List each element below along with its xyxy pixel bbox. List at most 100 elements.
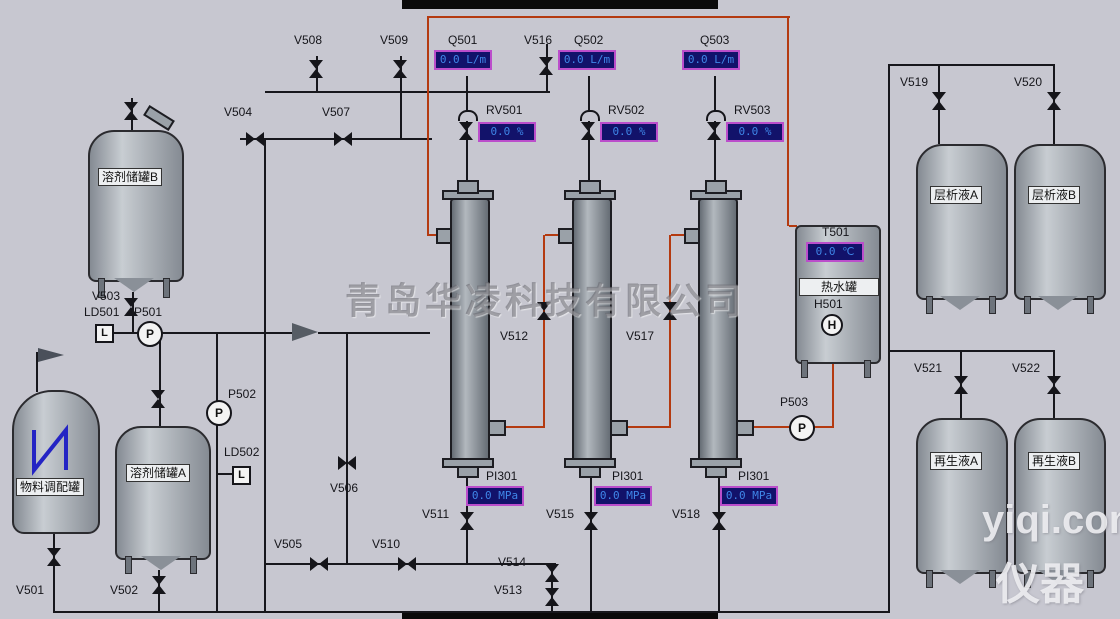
valve-tank-a-inlet[interactable]	[151, 390, 165, 408]
column3-left-nozzle	[684, 228, 700, 244]
valve-v518[interactable]	[712, 512, 726, 530]
tank-cone	[940, 570, 980, 584]
valve-v522[interactable]	[1047, 376, 1061, 394]
pipe-segment	[889, 350, 1055, 352]
hot-pipe-segment	[428, 16, 790, 18]
column3-bottom-cap	[705, 466, 727, 478]
tank-cone	[940, 296, 980, 310]
valve-label-v505: V505	[274, 537, 303, 551]
display-label-rv501: RV501	[486, 103, 523, 117]
site-watermark: yiqi.com	[982, 498, 1120, 542]
valve-v507[interactable]	[334, 132, 352, 146]
valve-tank-b-vent[interactable]	[124, 102, 138, 120]
pump-p501[interactable]: P	[137, 321, 163, 347]
valve-v502[interactable]	[152, 576, 166, 594]
tank-leg	[125, 556, 132, 574]
valve-rv503[interactable]	[707, 122, 721, 140]
q503-display: 0.0 L/m	[682, 50, 740, 70]
ld501-indicator: L	[95, 324, 114, 343]
valve-v511[interactable]	[460, 512, 474, 530]
valve-v506[interactable]	[338, 456, 356, 470]
valve-v508[interactable]	[309, 60, 323, 78]
hot-pipe-segment	[832, 360, 834, 428]
tank-label: 再生液B	[1028, 452, 1081, 470]
pump-p503[interactable]: P	[789, 415, 815, 441]
heater-symbol[interactable]: H	[821, 314, 843, 336]
tank-label: 层析液B	[1028, 186, 1081, 204]
heater-label: H501	[814, 297, 843, 311]
valve-label-v510: V510	[372, 537, 401, 551]
valve-label-v517: V517	[626, 329, 655, 343]
flag-icon	[38, 348, 64, 362]
site-cn-watermark: 仪器网	[996, 560, 1084, 609]
tank-leg	[989, 296, 996, 314]
top-bar	[402, 0, 718, 9]
display-label-rv503: RV503	[734, 103, 771, 117]
column2-right-nozzle	[610, 420, 628, 436]
pipe-segment	[718, 476, 720, 612]
valve-v517[interactable]	[663, 302, 677, 320]
valve-v516[interactable]	[539, 57, 553, 75]
valve-label-v502: V502	[110, 583, 139, 597]
valve-v515[interactable]	[584, 512, 598, 530]
tank-leg	[1024, 296, 1031, 314]
valve-v513[interactable]	[545, 588, 559, 606]
valve-v510[interactable]	[398, 557, 416, 571]
tank-label: 再生液A	[930, 452, 983, 470]
pi301-display-3: 0.0 MPa	[720, 486, 778, 506]
valve-label-v515: V515	[546, 507, 575, 521]
column3-right-nozzle	[736, 420, 754, 436]
valve-label-v522: V522	[1012, 361, 1041, 375]
valve-v501[interactable]	[47, 548, 61, 566]
valve-v504[interactable]	[246, 132, 264, 146]
tank-cone	[114, 278, 154, 292]
column-2	[572, 198, 612, 464]
valve-label-v506: V506	[330, 481, 359, 495]
pipe-segment	[889, 64, 1055, 66]
tank-leg	[801, 360, 808, 378]
pipe-segment	[53, 611, 890, 613]
tank-chrom-b	[1014, 144, 1106, 300]
column1-right-nozzle	[488, 420, 506, 436]
tank-leg	[1087, 570, 1094, 588]
valve-rv502[interactable]	[581, 122, 595, 140]
pi301-display-1: 0.0 MPa	[466, 486, 524, 506]
valve-label-v509: V509	[380, 33, 409, 47]
valve-label-v516: V516	[524, 33, 553, 47]
hot-pipe-segment	[671, 234, 687, 236]
mixer-symbol	[32, 424, 68, 476]
tank-cone	[1038, 296, 1078, 310]
valve-v503[interactable]	[124, 298, 138, 316]
pipe-segment	[159, 334, 161, 426]
display-label-q502: Q502	[574, 33, 604, 47]
tank-mix	[12, 390, 100, 534]
tank-regen-a	[916, 418, 1008, 574]
valve-v520[interactable]	[1047, 92, 1061, 110]
valve-rv501[interactable]	[459, 122, 473, 140]
tank-b-nozzle	[143, 104, 175, 132]
pipe-segment	[590, 476, 592, 612]
display-label-pi301-1: PI301	[486, 469, 518, 483]
pipe-segment	[218, 473, 234, 475]
valve-v509[interactable]	[393, 60, 407, 78]
valve-v514[interactable]	[545, 564, 559, 582]
valve-v521[interactable]	[954, 376, 968, 394]
display-label-t501: T501	[822, 225, 850, 239]
tank-cone	[141, 556, 181, 570]
valve-v519[interactable]	[932, 92, 946, 110]
pump-p502[interactable]: P	[206, 400, 232, 426]
level-label-ld502: LD502	[224, 445, 260, 459]
display-label-q503: Q503	[700, 33, 730, 47]
valve-v512[interactable]	[537, 302, 551, 320]
pipe-segment	[318, 332, 430, 334]
column-1	[450, 198, 490, 464]
tank-label: 层析液A	[930, 186, 983, 204]
valve-v505[interactable]	[310, 557, 328, 571]
hot-pipe-segment	[543, 235, 545, 427]
pipe-segment	[96, 332, 294, 334]
valve-label-v507: V507	[322, 105, 351, 119]
flag-pole	[36, 352, 38, 392]
valve-label-v501: V501	[16, 583, 45, 597]
tank-leg	[163, 278, 170, 298]
valve-label-v521: V521	[914, 361, 943, 375]
